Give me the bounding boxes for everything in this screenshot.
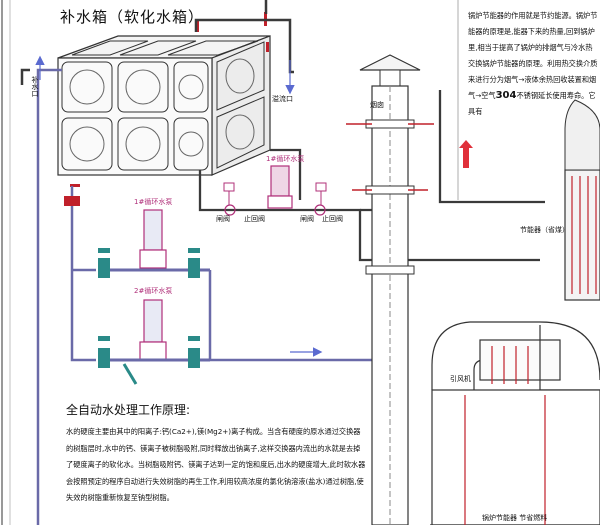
pump2-label: 2#循环水泵 [134,287,173,295]
pump1-label: 1#循环水泵 [134,198,173,206]
circulation-pump-top [223,165,327,216]
induced-draft-fan [430,321,600,525]
economizer-label: 节能器（省煤） [520,226,569,234]
valve-label-2: 止回阀 [244,215,265,223]
pump-set-pipes [70,186,400,362]
chimney-label: 烟囱 [370,101,384,109]
valve-label-4: 止回阀 [322,215,343,223]
softened-water-tank [20,0,295,525]
economizer [564,99,600,301]
overflow-label: 溢流口 [272,95,293,103]
valve-label-3: 闸阀 [300,215,314,223]
circ-pump-label: 1#循环水泵 [266,155,305,163]
economizer-note: 锅炉节能器的作用就是节约能源。锅炉节能器的原理是,能器下来的热量,回到锅炉里,相… [468,11,598,116]
fan-flanges [464,346,546,525]
gate-valves [64,196,200,368]
inlet-label: 补水口 [31,76,39,97]
chimney [346,54,434,525]
tank-title: 补水箱（软化水箱） [60,8,205,26]
bottom-right-text: 锅炉节能器 节省燃料 [482,514,548,522]
induced-fan-label: 引风机 [450,375,471,383]
valve-label-1: 闸阀 [216,215,230,223]
circulation-pipework [198,90,545,262]
principle-title: 全自动水处理工作原理: [66,403,191,417]
principle-body: 水的硬度主要由其中的阳离子:钙(Ca2+),镁(Mg2+)离子构成。当含有硬度的… [66,427,366,503]
